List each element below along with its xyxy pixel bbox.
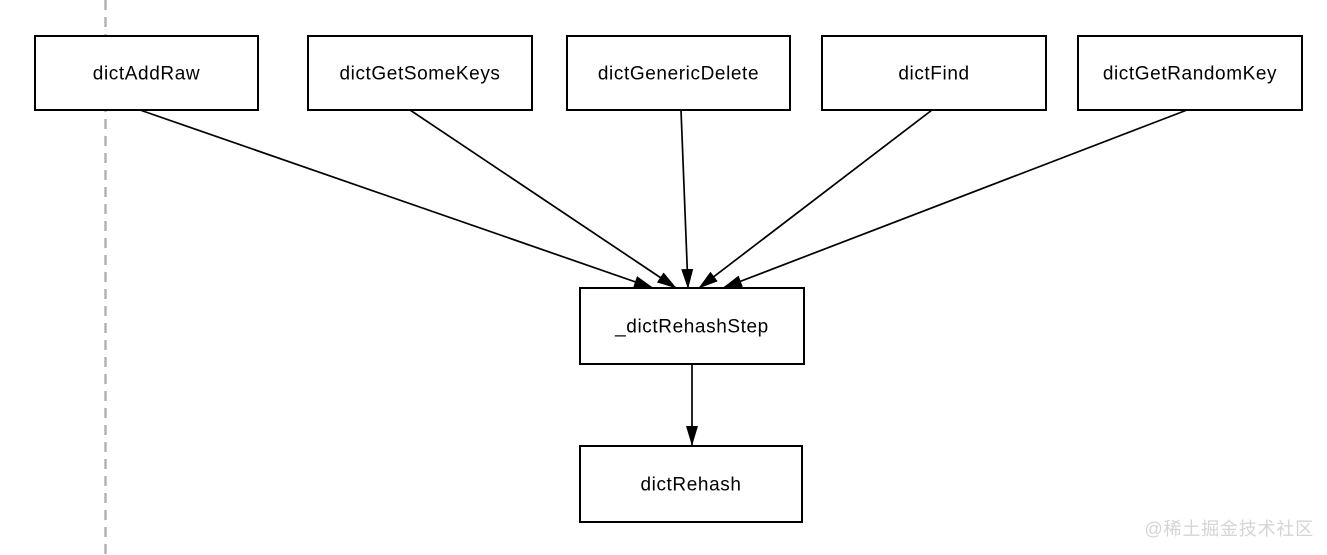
edge-dictaddraw-to-dictrehashstep: [139, 109, 654, 289]
watermark: @稀土掘金技术社区: [1144, 519, 1314, 539]
node-dictgetsomekeys: dictGetSomeKeys: [307, 35, 533, 111]
node-box: [566, 35, 791, 111]
edge-dictgetrandomkey-to-dictrehashstep: [722, 109, 1188, 289]
node-box: [1077, 35, 1303, 111]
edge-dictgenericdelete-to-dictrehashstep: [680, 109, 694, 289]
node-dictaddraw: dictAddRaw: [34, 35, 259, 111]
node-label: dictRehash: [640, 475, 741, 496]
node-label: dictGetRandomKey: [1103, 64, 1277, 85]
node-box: [307, 35, 533, 111]
node-dictfind: dictFind: [821, 35, 1047, 111]
edge-dictfind-to-dictrehashstep: [698, 109, 933, 289]
node-dictgetrandomkey: dictGetRandomKey: [1077, 35, 1303, 111]
node-label: dictGenericDelete: [598, 64, 759, 85]
node-dictgenericdelete: dictGenericDelete: [566, 35, 791, 111]
node-box: [821, 35, 1047, 111]
node-label: dictFind: [898, 64, 969, 85]
node-box: [579, 445, 803, 523]
edge-dictgetsomekeys-to-dictrehashstep: [409, 109, 677, 289]
node-box: [34, 35, 259, 111]
node-layer: dictAddRaw dictGetSomeKeys dictGenericDe…: [34, 35, 1303, 523]
node-box: [579, 287, 805, 365]
edge-layer: [139, 109, 1188, 446]
node-label: dictGetSomeKeys: [339, 64, 500, 85]
node-dictrehash: dictRehash: [579, 445, 803, 523]
node-dictrehashstep: _dictRehashStep: [579, 287, 805, 365]
node-label: dictAddRaw: [93, 64, 200, 85]
node-label: _dictRehashStep: [614, 317, 769, 338]
